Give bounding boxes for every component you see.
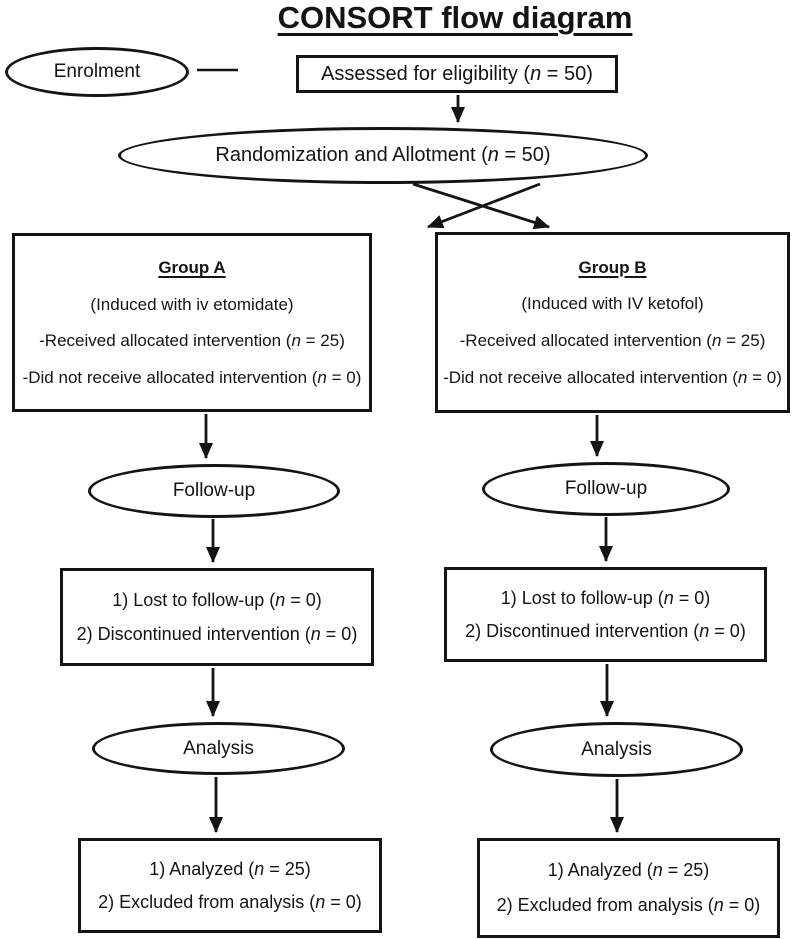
left-analyzed-box: 1) Analyzed (n = 25) 2) Excluded from an… <box>78 838 382 933</box>
right-analyzed-line: 1) Analyzed (n = 25) <box>547 860 710 881</box>
group-b-box: Group B (Induced with IV ketofol) -Recei… <box>435 232 790 413</box>
group-b-subtitle: (Induced with IV ketofol) <box>521 294 704 314</box>
left-analysis-ellipse: Analysis <box>92 722 345 775</box>
right-excluded-line: 2) Excluded from analysis (n = 0) <box>496 895 761 916</box>
enrolment-label: Enrolment <box>53 61 141 83</box>
group-b-received-line: -Received allocated intervention (n = 25… <box>459 331 766 351</box>
right-followup-label: Follow-up <box>564 478 648 500</box>
randomization-ellipse: Randomization and Allotment (n = 50) <box>118 127 648 184</box>
left-excluded-line: 2) Excluded from analysis (n = 0) <box>98 891 362 912</box>
right-discontinued-line: 2) Discontinued intervention (n = 0) <box>465 620 746 641</box>
right-analysis-label: Analysis <box>581 738 652 760</box>
assessed-eligibility-label: Assessed for eligibility (n = 50) <box>321 62 593 85</box>
diagram-title: CONSORT flow diagram <box>277 0 633 35</box>
arrow-randomization-to-group-a <box>427 182 541 229</box>
group-a-subtitle: (Induced with iv etomidate) <box>90 294 294 314</box>
left-followup-label: Follow-up <box>172 480 256 502</box>
group-a-received-line: -Received allocated intervention (n = 25… <box>39 331 345 351</box>
right-analysis-ellipse: Analysis <box>490 722 743 777</box>
left-discontinued-line: 2) Discontinued intervention (n = 0) <box>76 623 358 644</box>
group-b-not-received-line: -Did not receive allocated intervention … <box>443 368 782 388</box>
group-a-box: Group A (Induced with iv etomidate) -Rec… <box>12 233 372 412</box>
right-lost-box: 1) Lost to follow-up (n = 0) 2) Disconti… <box>444 567 767 662</box>
right-analyzed-box: 1) Analyzed (n = 25) 2) Excluded from an… <box>477 838 780 938</box>
group-b-title: Group B <box>578 257 647 277</box>
left-lost-line: 1) Lost to follow-up (n = 0) <box>112 589 322 610</box>
left-lost-box: 1) Lost to follow-up (n = 0) 2) Disconti… <box>60 568 374 666</box>
left-analyzed-line: 1) Analyzed (n = 25) <box>149 858 311 879</box>
right-lost-line: 1) Lost to follow-up (n = 0) <box>500 587 711 608</box>
left-followup-ellipse: Follow-up <box>88 464 340 518</box>
assessed-eligibility-box: Assessed for eligibility (n = 50) <box>296 55 618 93</box>
group-a-title: Group A <box>158 258 226 278</box>
arrow-randomization-to-group-b <box>412 182 550 230</box>
randomization-label: Randomization and Allotment (n = 50) <box>215 144 551 166</box>
enrolment-ellipse: Enrolment <box>5 47 189 97</box>
right-followup-ellipse: Follow-up <box>482 462 730 516</box>
group-a-not-received-line: -Did not receive allocated intervention … <box>22 367 362 387</box>
left-analysis-label: Analysis <box>183 737 254 759</box>
